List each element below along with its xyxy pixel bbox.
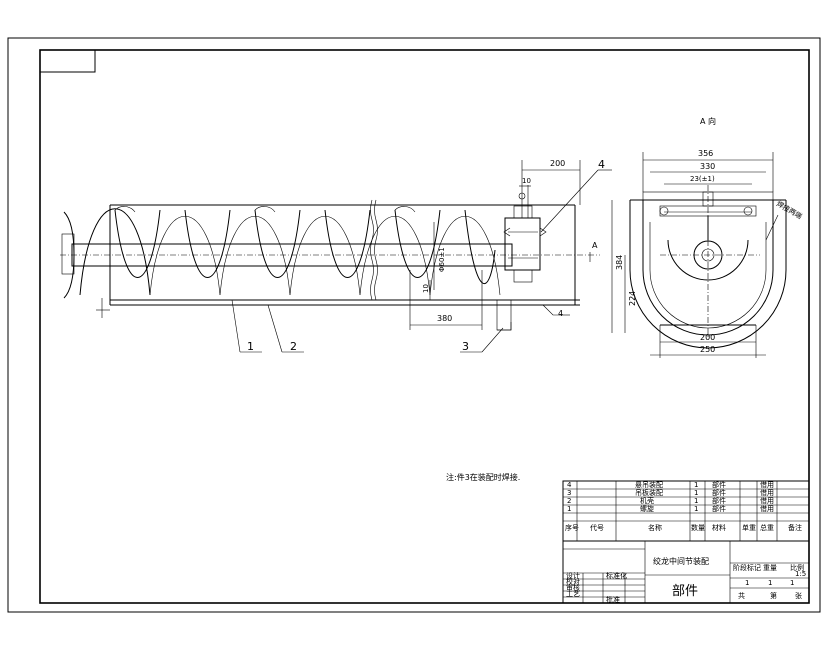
part-callouts: 1 2 3 4 <box>231 158 612 353</box>
part-row-remark: 借用 <box>760 480 774 489</box>
part-row-remark: 借用 <box>760 488 774 497</box>
end-view-a: A 向 <box>629 116 787 349</box>
drawing-number-box <box>39 49 96 73</box>
sheet-mark: 1 <box>745 579 749 587</box>
part-row-name: 悬吊装配 <box>635 480 663 489</box>
part-row-no: 3 <box>567 489 571 497</box>
stage-mark-label: 阶段标记 <box>733 563 761 572</box>
part-row-name: 机壳 <box>640 496 654 505</box>
header-remark: 备注 <box>788 523 802 532</box>
hanger-bearing <box>496 185 547 331</box>
part-row-qty: 1 <box>694 489 698 497</box>
scale-label: 比例 <box>790 563 804 572</box>
sign-row-label: 设计 <box>566 571 580 580</box>
header-name: 名称 <box>648 523 662 532</box>
dim-250: 250 <box>700 345 715 354</box>
assembly-name: 绞龙中间节装配 <box>653 556 709 566</box>
callout-2: 2 <box>290 340 297 353</box>
dim-224: 224 <box>628 291 637 306</box>
sheet-mark: 1 <box>768 579 772 587</box>
part-row-qty: 1 <box>694 481 698 489</box>
header-total-weight: 总重 <box>760 523 774 532</box>
part-row-qty: 1 <box>694 497 698 505</box>
section-arrow-label: A <box>592 241 598 250</box>
helix-flights <box>79 206 501 296</box>
weight-label: 重量 <box>763 564 777 572</box>
dim-10-top: 10 <box>522 177 531 185</box>
header-unit-weight: 单重 <box>742 523 756 532</box>
callout-1: 1 <box>247 340 254 353</box>
dim-380: 380 <box>437 314 452 323</box>
header-material: 材料 <box>712 523 726 532</box>
side-weld-note: 焊接两端 <box>775 199 804 221</box>
sign-row-label: 工艺 <box>566 590 580 598</box>
dim-shaft-diameter: Φ60±1 <box>438 247 446 272</box>
part-row-name: 螺旋 <box>640 504 654 513</box>
header-qty: 数量 <box>691 523 705 532</box>
view-label: A 向 <box>700 116 716 126</box>
sign-row-label: 批准 <box>606 595 620 604</box>
dim-inner-width: 23(±1) <box>690 175 715 183</box>
header-code: 代号 <box>590 523 604 532</box>
part-row-remark: 借用 <box>760 496 774 505</box>
side-view-dimensions: 200 10 380 Φ60±1 10 4 A <box>409 159 598 330</box>
part-row-material: 部件 <box>712 496 726 505</box>
callout-3: 3 <box>462 340 469 353</box>
sheet-unit-label: 张 <box>795 591 802 600</box>
dim-4-bottom: 4 <box>558 309 563 318</box>
part-row-no: 2 <box>567 497 571 505</box>
dim-200-bottom: 200 <box>700 333 715 342</box>
screw-conveyor-side-view <box>60 185 600 331</box>
part-row-material: 部件 <box>712 488 726 497</box>
part-row-no: 1 <box>567 505 571 513</box>
drawing-note: 注:件3在装配时焊接. <box>446 472 520 482</box>
dim-384: 384 <box>615 255 624 270</box>
header-no: 序号 <box>565 523 579 532</box>
sign-row-label: 校对 <box>566 577 580 586</box>
dim-356: 356 <box>698 149 713 158</box>
dim-10-side: 10 <box>422 284 430 293</box>
part-row-name: 吊板装配 <box>635 488 663 497</box>
sheet-frame <box>7 37 821 613</box>
drawing-category: 部件 <box>672 584 698 599</box>
sheet-total-label: 共 <box>738 591 745 600</box>
part-row-material: 部件 <box>712 504 726 513</box>
sheet-current-label: 第 <box>770 591 777 600</box>
part-row-remark: 借用 <box>760 504 774 513</box>
scale-value: 1:5 <box>795 570 806 578</box>
part-row-qty: 1 <box>694 505 698 513</box>
sign-row-label: 标准化 <box>606 571 627 580</box>
dim-200-top: 200 <box>550 159 565 168</box>
part-row-material: 部件 <box>712 480 726 489</box>
sheet-mark: 1 <box>790 579 794 587</box>
callout-4: 4 <box>598 158 605 171</box>
title-block: 4 悬吊装配 1 部件 借用 3 吊板装配 1 部件 借用 2 机壳 1 部件 … <box>562 480 810 604</box>
part-row-no: 4 <box>567 481 572 489</box>
sign-row-label: 审核 <box>566 583 580 592</box>
dim-330: 330 <box>700 162 715 171</box>
